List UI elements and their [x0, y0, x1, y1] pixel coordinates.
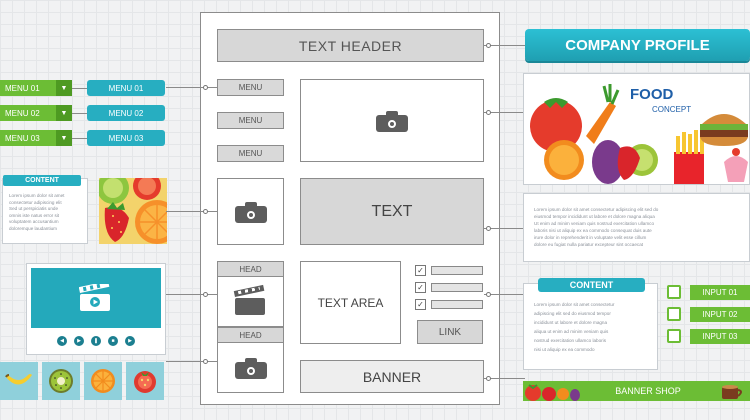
- food-illustration: [530, 84, 748, 184]
- input-row-2[interactable]: INPUT 02: [667, 307, 750, 322]
- wire-menu-2[interactable]: MENU: [217, 112, 284, 129]
- forward-icon[interactable]: ▶: [125, 336, 135, 346]
- wire-menu-1[interactable]: MENU: [217, 79, 284, 96]
- image-placeholder-small[interactable]: [217, 178, 284, 245]
- camera-icon: [376, 110, 408, 132]
- tomato-icon: [134, 371, 156, 393]
- checkbox-empty-icon[interactable]: [667, 329, 681, 343]
- checkbox-checked-icon[interactable]: ✓: [415, 282, 426, 293]
- menu-green-03[interactable]: MENU 03 ▼: [0, 130, 72, 146]
- video-controls: ◀ ▶ ❚ ■ ▶: [31, 336, 161, 346]
- fruit-thumbnail: [99, 178, 167, 244]
- dropdown-arrow-icon: ▼: [56, 105, 72, 121]
- clapperboard-icon: [79, 284, 110, 311]
- camera-icon: [234, 357, 267, 379]
- kiwi-tile[interactable]: [42, 362, 80, 400]
- content-card-title: CONTENT: [3, 175, 81, 186]
- left-menu-teal: MENU 01 MENU 02 MENU 03: [87, 80, 165, 146]
- coffee-cup-icon: [722, 385, 742, 399]
- banner-shop[interactable]: BANNER SHOP: [523, 381, 750, 401]
- text-block-right: Lorem ipsum dolor sit amet consectetur a…: [523, 193, 750, 262]
- banner-placeholder[interactable]: BANNER: [300, 360, 484, 393]
- content-card-title: CONTENT: [538, 278, 645, 292]
- menu-teal-01[interactable]: MENU 01: [87, 80, 165, 96]
- camera-icon: [234, 201, 267, 223]
- input-field-3[interactable]: INPUT 03: [690, 329, 750, 344]
- video-screen[interactable]: [31, 268, 161, 328]
- dropdown-arrow-icon: ▼: [56, 130, 72, 146]
- checkbox-row-1[interactable]: ✓: [415, 265, 485, 276]
- text-header[interactable]: TEXT HEADER: [217, 29, 484, 62]
- banana-tile[interactable]: [0, 362, 38, 400]
- orange-tile[interactable]: [84, 362, 122, 400]
- menu-teal-03[interactable]: MENU 03: [87, 130, 165, 146]
- clapperboard-icon: [233, 284, 267, 315]
- text-block-right-body: Lorem ipsum dolor sit amet consectetur a…: [534, 207, 659, 247]
- head-card-1[interactable]: HEAD: [217, 261, 284, 327]
- checkbox-empty-icon[interactable]: [667, 307, 681, 321]
- checkbox-field: [431, 283, 483, 292]
- input-row-1[interactable]: INPUT 01: [667, 285, 750, 300]
- play-icon[interactable]: ▶: [74, 336, 84, 346]
- checkbox-row-2[interactable]: ✓: [415, 282, 485, 293]
- orange-icon: [91, 369, 115, 393]
- content-card-right: CONTENT Lorem ipsum dolor sit amet conse…: [523, 278, 658, 370]
- dropdown-arrow-icon: ▼: [56, 80, 72, 96]
- link-button[interactable]: LINK: [417, 320, 483, 344]
- kiwi-icon: [49, 369, 73, 393]
- video-player: ◀ ▶ ❚ ■ ▶: [26, 263, 166, 355]
- menu-green-01[interactable]: MENU 01 ▼: [0, 80, 72, 96]
- food-concept-banner: FOOD CONCEPT: [523, 73, 750, 185]
- checkbox-checked-icon[interactable]: ✓: [415, 265, 426, 276]
- left-menu-green: MENU 01 ▼ MENU 02 ▼ MENU 03 ▼: [0, 80, 72, 146]
- head-card-2[interactable]: HEAD: [217, 327, 284, 393]
- vegetables-icon: [525, 384, 580, 401]
- image-placeholder-top[interactable]: [300, 79, 484, 162]
- pause-icon[interactable]: ❚: [91, 336, 101, 346]
- menu-teal-02[interactable]: MENU 02: [87, 105, 165, 121]
- stop-icon[interactable]: ■: [108, 336, 118, 346]
- text-block[interactable]: TEXT: [300, 178, 484, 245]
- menu-green-02[interactable]: MENU 02 ▼: [0, 105, 72, 121]
- head-label-1: HEAD: [218, 262, 283, 277]
- input-row-3[interactable]: INPUT 03: [667, 329, 750, 344]
- head-label-2: HEAD: [218, 328, 283, 343]
- company-profile-button[interactable]: COMPANY PROFILE: [525, 29, 750, 61]
- rewind-icon[interactable]: ◀: [57, 336, 67, 346]
- checkbox-checked-icon[interactable]: ✓: [415, 299, 426, 310]
- wire-menu-3[interactable]: MENU: [217, 145, 284, 162]
- input-list: INPUT 01 INPUT 02 INPUT 03: [667, 285, 750, 345]
- banner-shop-label: BANNER SHOP: [615, 386, 681, 396]
- checkbox-field: [431, 300, 483, 309]
- food-subtitle: CONCEPT: [652, 105, 692, 114]
- checkbox-field: [431, 266, 483, 275]
- banana-icon: [5, 374, 32, 385]
- input-field-1[interactable]: INPUT 01: [690, 285, 750, 300]
- checkbox-row-3[interactable]: ✓: [415, 299, 485, 310]
- text-area[interactable]: TEXT AREA: [300, 261, 401, 344]
- tomato-tile[interactable]: [126, 362, 164, 400]
- food-title: FOOD: [630, 86, 674, 103]
- checkbox-list: ✓ ✓ ✓: [415, 265, 485, 311]
- checkbox-empty-icon[interactable]: [667, 285, 681, 299]
- input-field-2[interactable]: INPUT 02: [690, 307, 750, 322]
